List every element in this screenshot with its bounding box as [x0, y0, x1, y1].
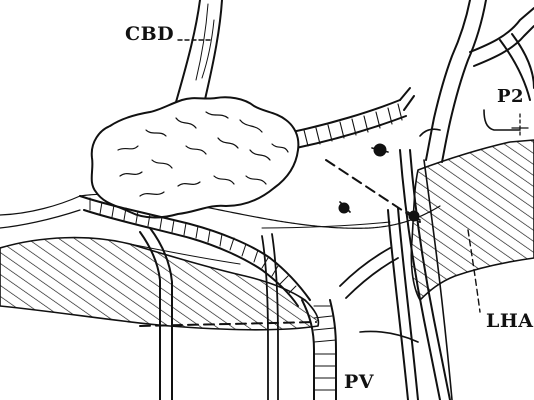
label-lha: LHA [486, 312, 534, 331]
label-cbd: CBD [125, 25, 174, 44]
label-pv: PV [344, 373, 374, 392]
hatched-organ-right [411, 140, 534, 300]
hepatic-artery-branch [292, 100, 400, 132]
label-p2: P2 [497, 88, 524, 106]
